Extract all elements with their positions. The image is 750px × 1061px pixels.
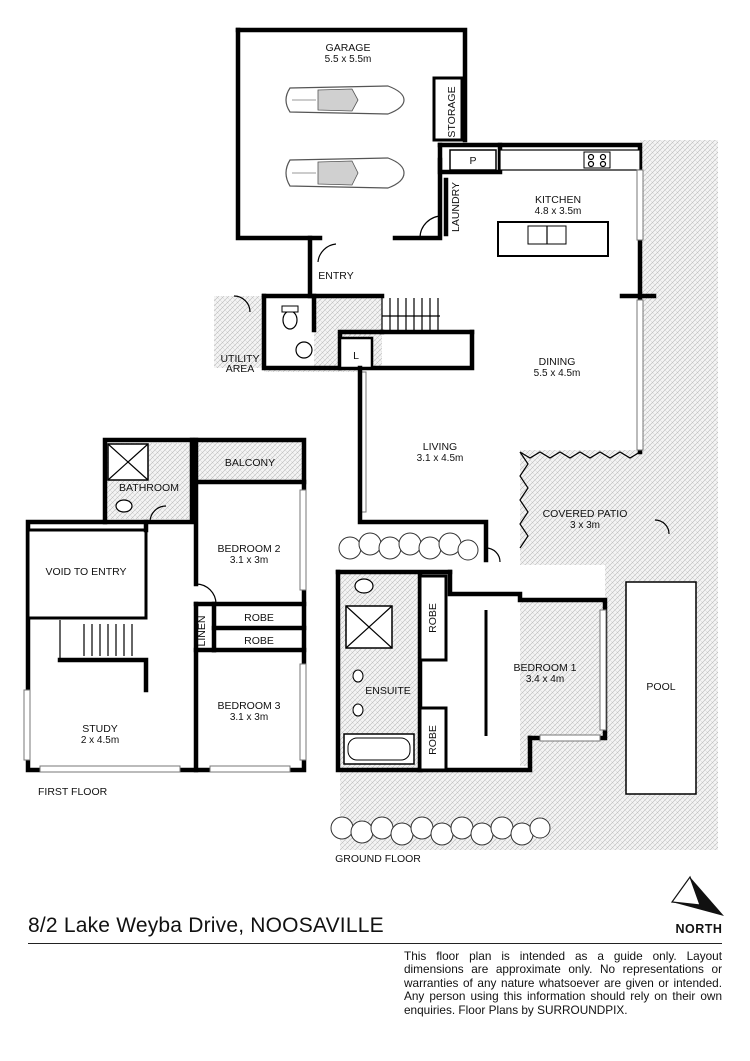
kitchen-dining [437,142,657,459]
living-dims: 3.1 x 4.5m [417,453,464,464]
pool [625,581,697,795]
balcony-label: BALCONY [225,457,275,469]
patio [519,451,670,549]
basin-icon [352,703,364,717]
garage-label: GARAGE [326,42,371,54]
toilet-icon [354,578,374,594]
linen-l-label: L [353,350,359,362]
divider [28,943,722,944]
toilet-icon [282,310,298,330]
garage [235,27,468,241]
car-icon [285,85,405,115]
void-label: VOID TO ENTRY [45,566,126,578]
covered-patio-dims: 3 x 3m [570,520,600,531]
entry-label: ENTRY [318,270,353,282]
bedroom2-dims: 3.1 x 3m [230,555,268,566]
bathroom-label: BATHROOM [119,482,179,494]
property-address: 8/2 Lake Weyba Drive, NOOSAVILLE [28,914,384,937]
dining-label: DINING [539,356,576,368]
car-icon [285,157,405,189]
bedroom1-label: BEDROOM 1 [513,662,576,674]
robe-label-a: ROBE [244,612,274,624]
bedroom1-ensuite [335,569,608,773]
basin-icon [352,669,364,683]
living [357,365,501,563]
utility-label-1: UTILITY [220,353,259,365]
first-floor [23,437,307,773]
bedroom1-dims: 3.4 x 4m [526,674,564,685]
stairs [381,298,440,330]
utility-label-2: AREA [226,363,255,375]
robe-label-d: ROBE [427,725,439,755]
entry-area [233,235,475,513]
bedroom2-label: BEDROOM 2 [217,543,280,555]
covered-patio-label: COVERED PATIO [543,508,628,520]
study-dims: 2 x 4.5m [81,735,119,746]
pool-label: POOL [646,681,675,693]
laundry-label: LAUNDRY [450,182,462,232]
pantry-label: P [469,155,476,167]
north-label: NORTH [675,922,723,936]
living-label: LIVING [423,441,457,453]
storage-label: STORAGE [446,86,458,137]
study-label: STUDY [82,723,118,735]
ensuite-label: ENSUITE [365,685,411,697]
linen-label: LINEN [196,616,208,647]
garage-dims: 5.5 x 5.5m [325,54,372,65]
dining-dims: 5.5 x 4.5m [534,368,581,379]
basin-icon [295,341,313,359]
bedroom3-label: BEDROOM 3 [217,700,280,712]
north-arrow-icon [670,875,724,916]
toilet-icon [115,499,133,513]
first-floor-label: FIRST FLOOR [38,786,108,798]
robe-label-c: ROBE [427,603,439,633]
stairs [83,624,133,656]
garden-shrubs [330,532,551,846]
kitchen-label: KITCHEN [535,194,581,206]
room-labels: GARAGE 5.5 x 5.5m STORAGE P LAUNDRY KITC… [38,42,676,865]
robe-label-b: ROBE [244,635,274,647]
disclaimer: This floor plan is intended as a guide o… [404,949,722,1017]
bedroom3-dims: 3.1 x 3m [230,712,268,723]
ground-floor-label: GROUND FLOOR [335,853,421,865]
kitchen-dims: 4.8 x 3.5m [535,206,582,217]
